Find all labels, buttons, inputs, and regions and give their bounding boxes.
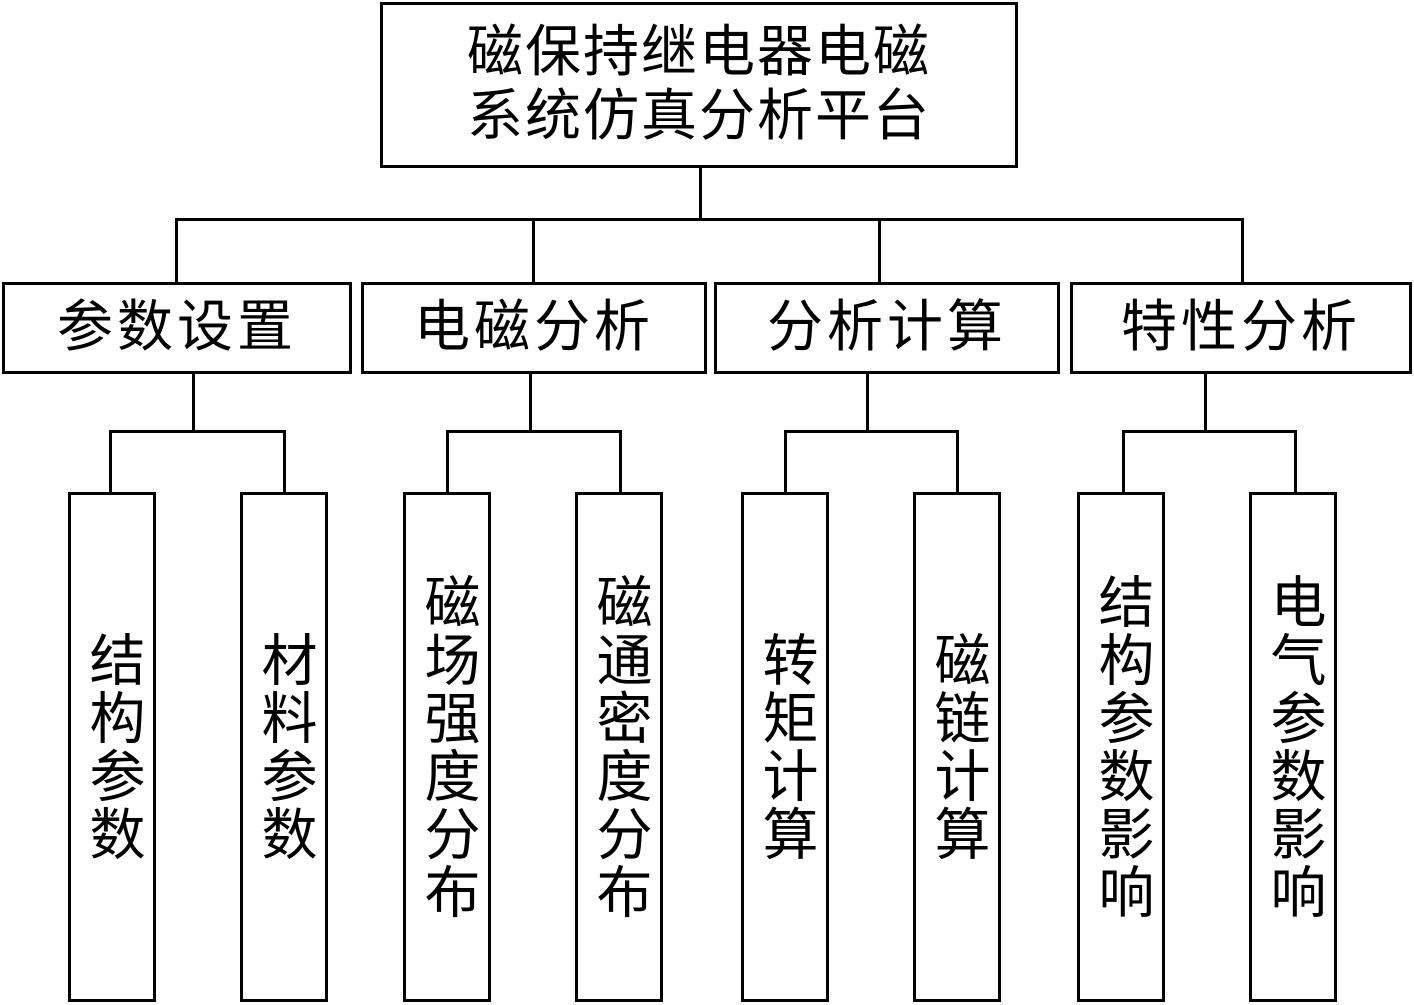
- leaf-node-magnetic-field-intensity: 磁场强度分布: [403, 492, 491, 1002]
- leaf-node-structure-parameter-influence: 结构参数影响: [1077, 492, 1165, 1002]
- connector-to-module-3: [878, 218, 881, 282]
- module-label: 电磁分析: [414, 295, 654, 360]
- connector-module-2-bus: [446, 430, 622, 433]
- leaf-node-torque-calculation: 转矩计算: [741, 492, 829, 1002]
- module-label: 分析计算: [767, 295, 1007, 360]
- connector-to-leaf-5: [784, 430, 787, 492]
- module-node-analysis-calculation: 分析计算: [714, 282, 1060, 374]
- connector-module-2-down: [529, 374, 532, 432]
- leaf-node-flux-linkage-calculation: 磁链计算: [913, 492, 1001, 1002]
- leaf-node-material-parameters: 材料参数: [240, 492, 328, 1002]
- connector-to-leaf-7: [1122, 430, 1125, 492]
- connector-to-leaf-4: [619, 430, 622, 492]
- root-node-label-line-2: 系统仿真分析平台: [467, 84, 931, 149]
- connector-module-1-bus: [109, 430, 286, 433]
- connector-to-leaf-2: [283, 430, 286, 492]
- leaf-label: 转矩计算: [753, 631, 818, 863]
- connector-to-leaf-8: [1294, 430, 1297, 492]
- leaf-node-structure-parameters: 结构参数: [68, 492, 156, 1002]
- root-node-label-line-1: 磁保持继电器电磁: [467, 20, 931, 85]
- leaf-label: 磁通密度分布: [587, 573, 652, 921]
- connector-module-4-down: [1204, 374, 1207, 432]
- leaf-label: 电气参数影响: [1261, 573, 1326, 921]
- module-node-parameter-settings: 参数设置: [2, 282, 352, 374]
- leaf-label: 磁场强度分布: [415, 573, 480, 921]
- connector-to-leaf-6: [956, 430, 959, 492]
- connector-module-4-bus: [1122, 430, 1297, 433]
- leaf-label: 结构参数: [80, 631, 145, 863]
- module-node-electromagnetic-analysis: 电磁分析: [361, 282, 707, 374]
- connector-to-leaf-3: [446, 430, 449, 492]
- root-node-label: 磁保持继电器电磁 系统仿真分析平台: [467, 21, 931, 149]
- connector-to-leaf-1: [109, 430, 112, 492]
- connector-level1-bus: [175, 218, 1244, 221]
- connector-module-3-bus: [784, 430, 959, 433]
- module-label: 参数设置: [57, 295, 297, 360]
- root-node: 磁保持继电器电磁 系统仿真分析平台: [380, 2, 1018, 168]
- module-label: 特性分析: [1121, 295, 1361, 360]
- connector-module-1-down: [192, 374, 195, 432]
- connector-to-module-1: [175, 218, 178, 282]
- connector-root-down: [699, 168, 702, 220]
- leaf-label: 磁链计算: [925, 631, 990, 863]
- connector-to-module-2: [532, 218, 535, 282]
- module-node-characteristic-analysis: 特性分析: [1070, 282, 1412, 374]
- connector-module-3-down: [866, 374, 869, 432]
- connector-to-module-4: [1241, 218, 1244, 282]
- leaf-node-magnetic-flux-density: 磁通密度分布: [575, 492, 663, 1002]
- leaf-node-electrical-parameter-influence: 电气参数影响: [1249, 492, 1337, 1002]
- leaf-label: 材料参数: [252, 631, 317, 863]
- leaf-label: 结构参数影响: [1089, 573, 1154, 921]
